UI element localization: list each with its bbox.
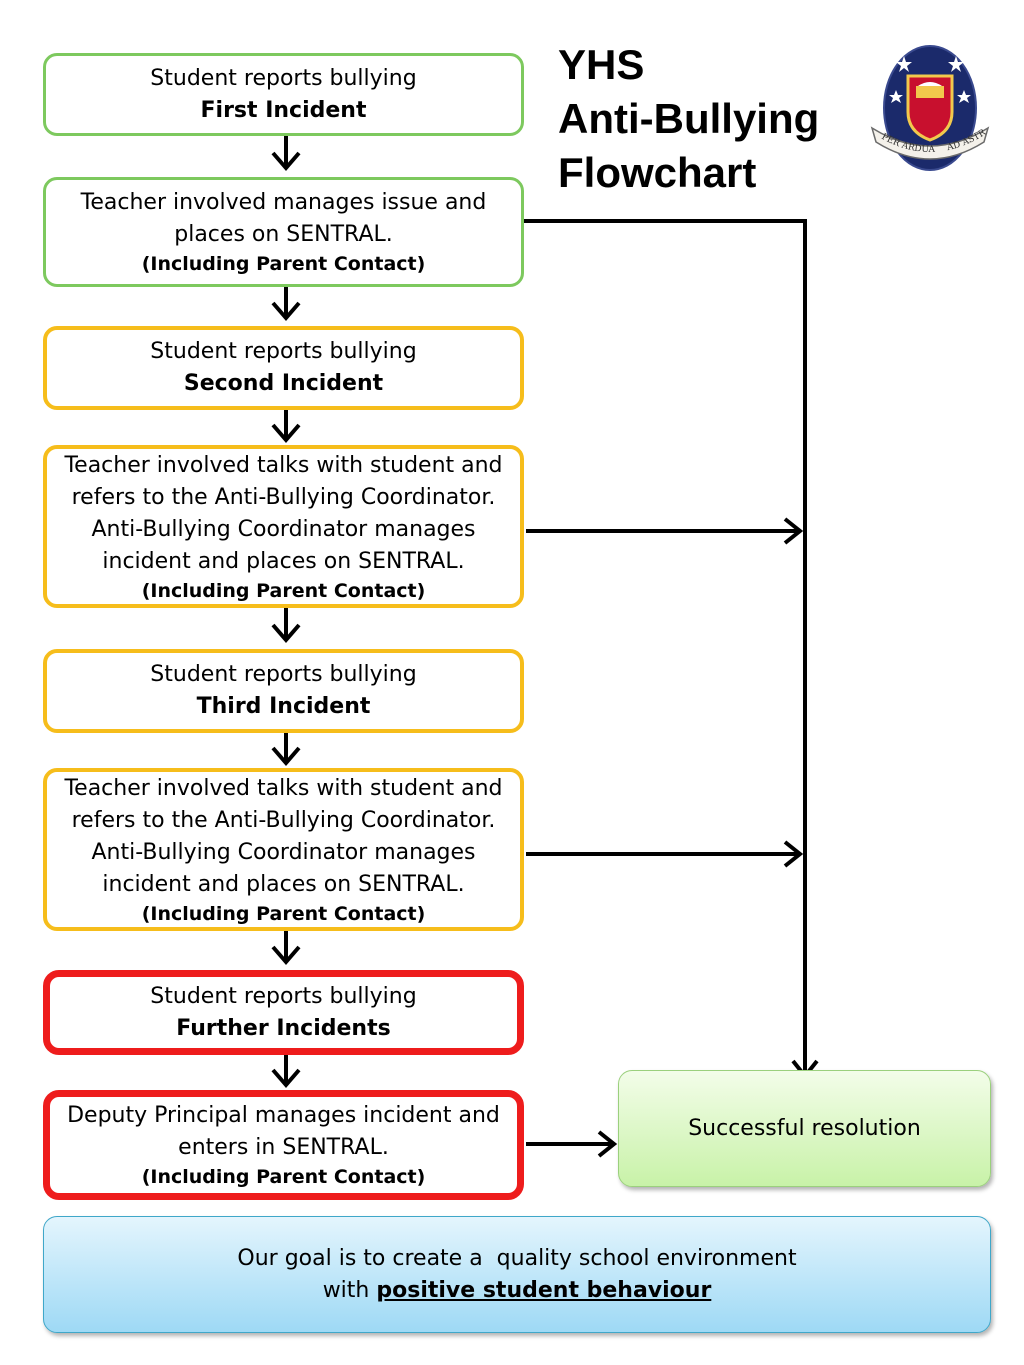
step-2-line-1: Teacher involved manages issue and xyxy=(80,190,487,215)
step-deputy-principal: Deputy Principal manages incident and en… xyxy=(43,1090,524,1200)
line-step2-to-resolution xyxy=(522,219,807,1076)
step-first-incident: Student reports bullying First Incident xyxy=(43,53,524,136)
step-coordinator-referral-1: Teacher involved talks with student and … xyxy=(43,445,524,608)
title-line-2: Anti-Bullying xyxy=(558,95,820,142)
step-further-incidents: Student reports bullying Further Inciden… xyxy=(43,970,524,1055)
star-icons xyxy=(889,56,971,103)
step-8-note: (Including Parent Contact) xyxy=(141,1166,426,1188)
step-5-line-1: Student reports bullying xyxy=(150,662,417,687)
goal-banner: Our goal is to create a quality school e… xyxy=(43,1216,991,1333)
step-4-line-2: refers to the Anti-Bullying Coordinator. xyxy=(71,484,496,510)
step-3-line-2: Second Incident xyxy=(183,371,384,396)
step-teacher-manages: Teacher involved manages issue and place… xyxy=(43,177,524,287)
step-6-line-3: Anti-Bullying Coordinator manages xyxy=(91,839,476,865)
step-6-line-2: refers to the Anti-Bullying Coordinator. xyxy=(71,807,496,833)
step-1-line-1: Student reports bullying xyxy=(150,65,417,91)
goal-line-2: with positive student behaviour xyxy=(323,1275,712,1307)
goal-line-1: Our goal is to create a quality school e… xyxy=(237,1245,797,1271)
step-4-line-1: Teacher involved talks with student and xyxy=(64,452,503,478)
step-8-line-1: Deputy Principal manages incident and xyxy=(67,1103,500,1128)
step-2-note: (Including Parent Contact) xyxy=(141,253,426,275)
step-third-incident: Student reports bullying Third Incident xyxy=(43,649,524,733)
step-2-line-2: places on SENTRAL. xyxy=(174,222,393,247)
goal-line-2-prefix: with xyxy=(322,1277,377,1303)
step-5-line-2: Third Incident xyxy=(196,694,371,719)
step-8-line-2: enters in SENTRAL. xyxy=(178,1135,389,1160)
step-1-line-2: First Incident xyxy=(200,97,367,123)
title-line-1: YHS xyxy=(558,41,645,88)
goal-emphasis: positive student behaviour xyxy=(376,1277,712,1303)
page-title: YHS Anti-Bullying Flowchart xyxy=(558,38,819,200)
resolution-label: Successful resolution xyxy=(688,1116,921,1141)
successful-resolution-box: Successful resolution xyxy=(618,1070,991,1187)
step-6-line-4: incident and places on SENTRAL. xyxy=(102,871,465,897)
step-4-line-3: Anti-Bullying Coordinator manages xyxy=(91,516,476,542)
school-crest-logo: PER ARDUA AD ASTRA xyxy=(866,42,990,171)
step-6-note: (Including Parent Contact) xyxy=(141,902,426,925)
step-6-line-1: Teacher involved talks with student and xyxy=(64,775,503,801)
title-line-3: Flowchart xyxy=(558,149,757,196)
step-coordinator-referral-2: Teacher involved talks with student and … xyxy=(43,768,524,931)
step-4-line-4: incident and places on SENTRAL. xyxy=(102,548,465,574)
step-7-line-1: Student reports bullying xyxy=(150,983,417,1009)
step-7-line-2: Further Incidents xyxy=(176,1015,391,1041)
step-3-line-1: Student reports bullying xyxy=(150,339,417,364)
step-second-incident: Student reports bullying Second Incident xyxy=(43,326,524,410)
step-4-note: (Including Parent Contact) xyxy=(141,579,426,602)
